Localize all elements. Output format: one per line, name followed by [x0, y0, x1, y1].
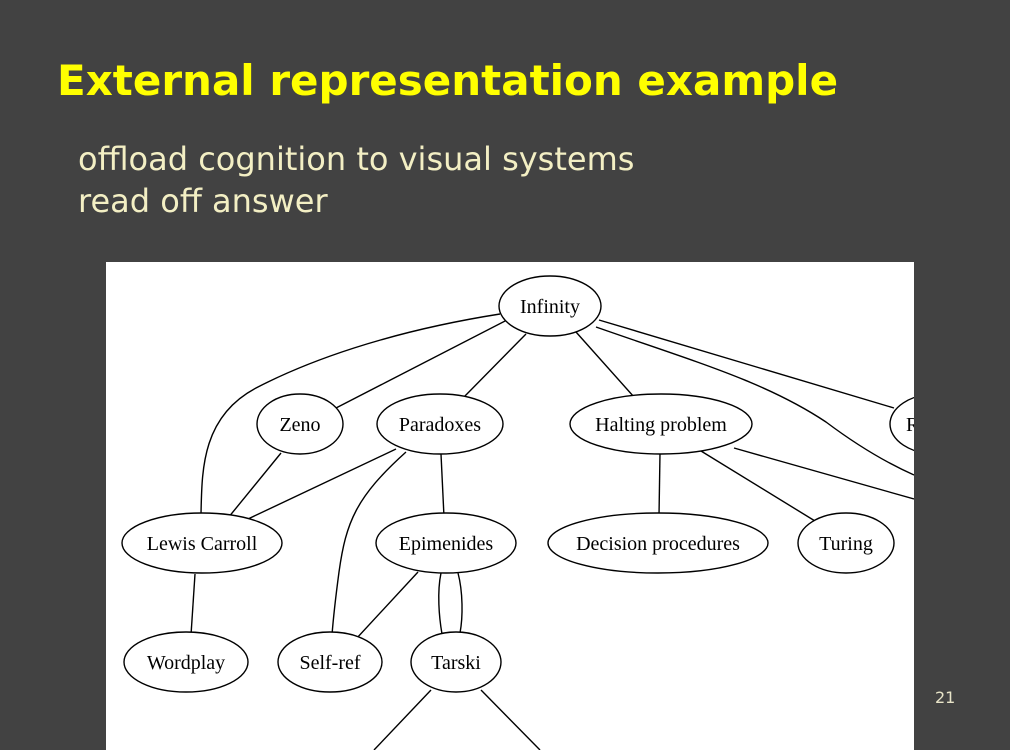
node-turing: Turing [797, 512, 895, 574]
node-halting-problem-label: Halting problem [595, 414, 727, 436]
node-r-partial: R [889, 396, 914, 452]
edge-infinity-halting-problem [575, 331, 635, 398]
edge-infinity-zeno [335, 318, 510, 409]
node-infinity-label: Infinity [520, 296, 580, 318]
edge-halting-problem-r [733, 447, 914, 500]
edge-infinity-lewis-carroll [200, 313, 501, 515]
node-paradoxes-label: Paradoxes [399, 414, 481, 436]
node-infinity: Infinity [498, 275, 602, 337]
node-infinity-shape [498, 275, 602, 337]
node-self-ref-shape [277, 631, 383, 693]
edge-paradoxes-epimenides [440, 453, 445, 518]
node-r-partial-label: R [906, 414, 914, 436]
edge-tarski-child-left [373, 689, 432, 750]
edge-infinity-r-upper [598, 319, 895, 409]
node-paradoxes: Paradoxes [376, 393, 504, 455]
node-zeno-shape [256, 393, 344, 455]
node-turing-label: Turing [819, 533, 873, 555]
node-paradoxes-shape [376, 393, 504, 455]
node-lewis-carroll-label: Lewis Carroll [147, 533, 258, 555]
edge-paradoxes-self-ref [331, 451, 407, 636]
slide-title: External representation example [57, 56, 839, 105]
edge-zeno-lewis-carroll [227, 452, 282, 519]
node-zeno: Zeno [256, 393, 344, 455]
node-epimenides-shape [375, 512, 517, 574]
edge-epimenides-self-ref [355, 571, 419, 640]
edge-halting-problem-decision-procedures [658, 452, 661, 517]
node-epimenides-label: Epimenides [399, 533, 494, 555]
node-self-ref: Self-ref [277, 631, 383, 693]
node-halting-problem-shape [569, 393, 753, 455]
edge-epimenides-tarski-right [457, 572, 463, 634]
node-tarski-shape [410, 631, 502, 693]
node-turing-shape [797, 512, 895, 574]
node-wordplay-shape [123, 631, 249, 693]
node-r-partial-shape [889, 396, 914, 452]
node-tarski: Tarski [410, 631, 502, 693]
concept-graph: Infinity Zeno Paradoxes Halting problem … [106, 262, 914, 750]
node-wordplay-label: Wordplay [147, 652, 225, 674]
bullet-list: offload cognition to visual systems read… [78, 138, 634, 222]
node-lewis-carroll: Lewis Carroll [121, 512, 283, 574]
node-self-ref-label: Self-ref [299, 652, 360, 674]
edge-infinity-r-lower [595, 326, 914, 476]
edge-paradoxes-lewis-carroll [247, 448, 397, 520]
node-wordplay: Wordplay [123, 631, 249, 693]
page-number: 21 [935, 688, 956, 707]
edge-tarski-child-right [480, 689, 541, 750]
edge-epimenides-tarski-left [438, 572, 443, 635]
edge-halting-problem-turing [700, 450, 816, 522]
concept-graph-svg: Infinity Zeno Paradoxes Halting problem … [121, 275, 914, 750]
edge-infinity-paradoxes [462, 333, 527, 399]
edge-lewis-carroll-wordplay [190, 573, 196, 636]
node-zeno-label: Zeno [279, 414, 320, 436]
node-epimenides: Epimenides [375, 512, 517, 574]
node-decision-procedures-label: Decision procedures [576, 533, 740, 555]
bullet-item: read off answer [78, 182, 328, 220]
bullet-item: offload cognition to visual systems [78, 140, 635, 178]
node-halting-problem: Halting problem [569, 393, 753, 455]
node-tarski-label: Tarski [431, 652, 481, 674]
node-decision-procedures-shape [547, 512, 769, 574]
node-lewis-carroll-shape [121, 512, 283, 574]
node-decision-procedures: Decision procedures [547, 512, 769, 574]
